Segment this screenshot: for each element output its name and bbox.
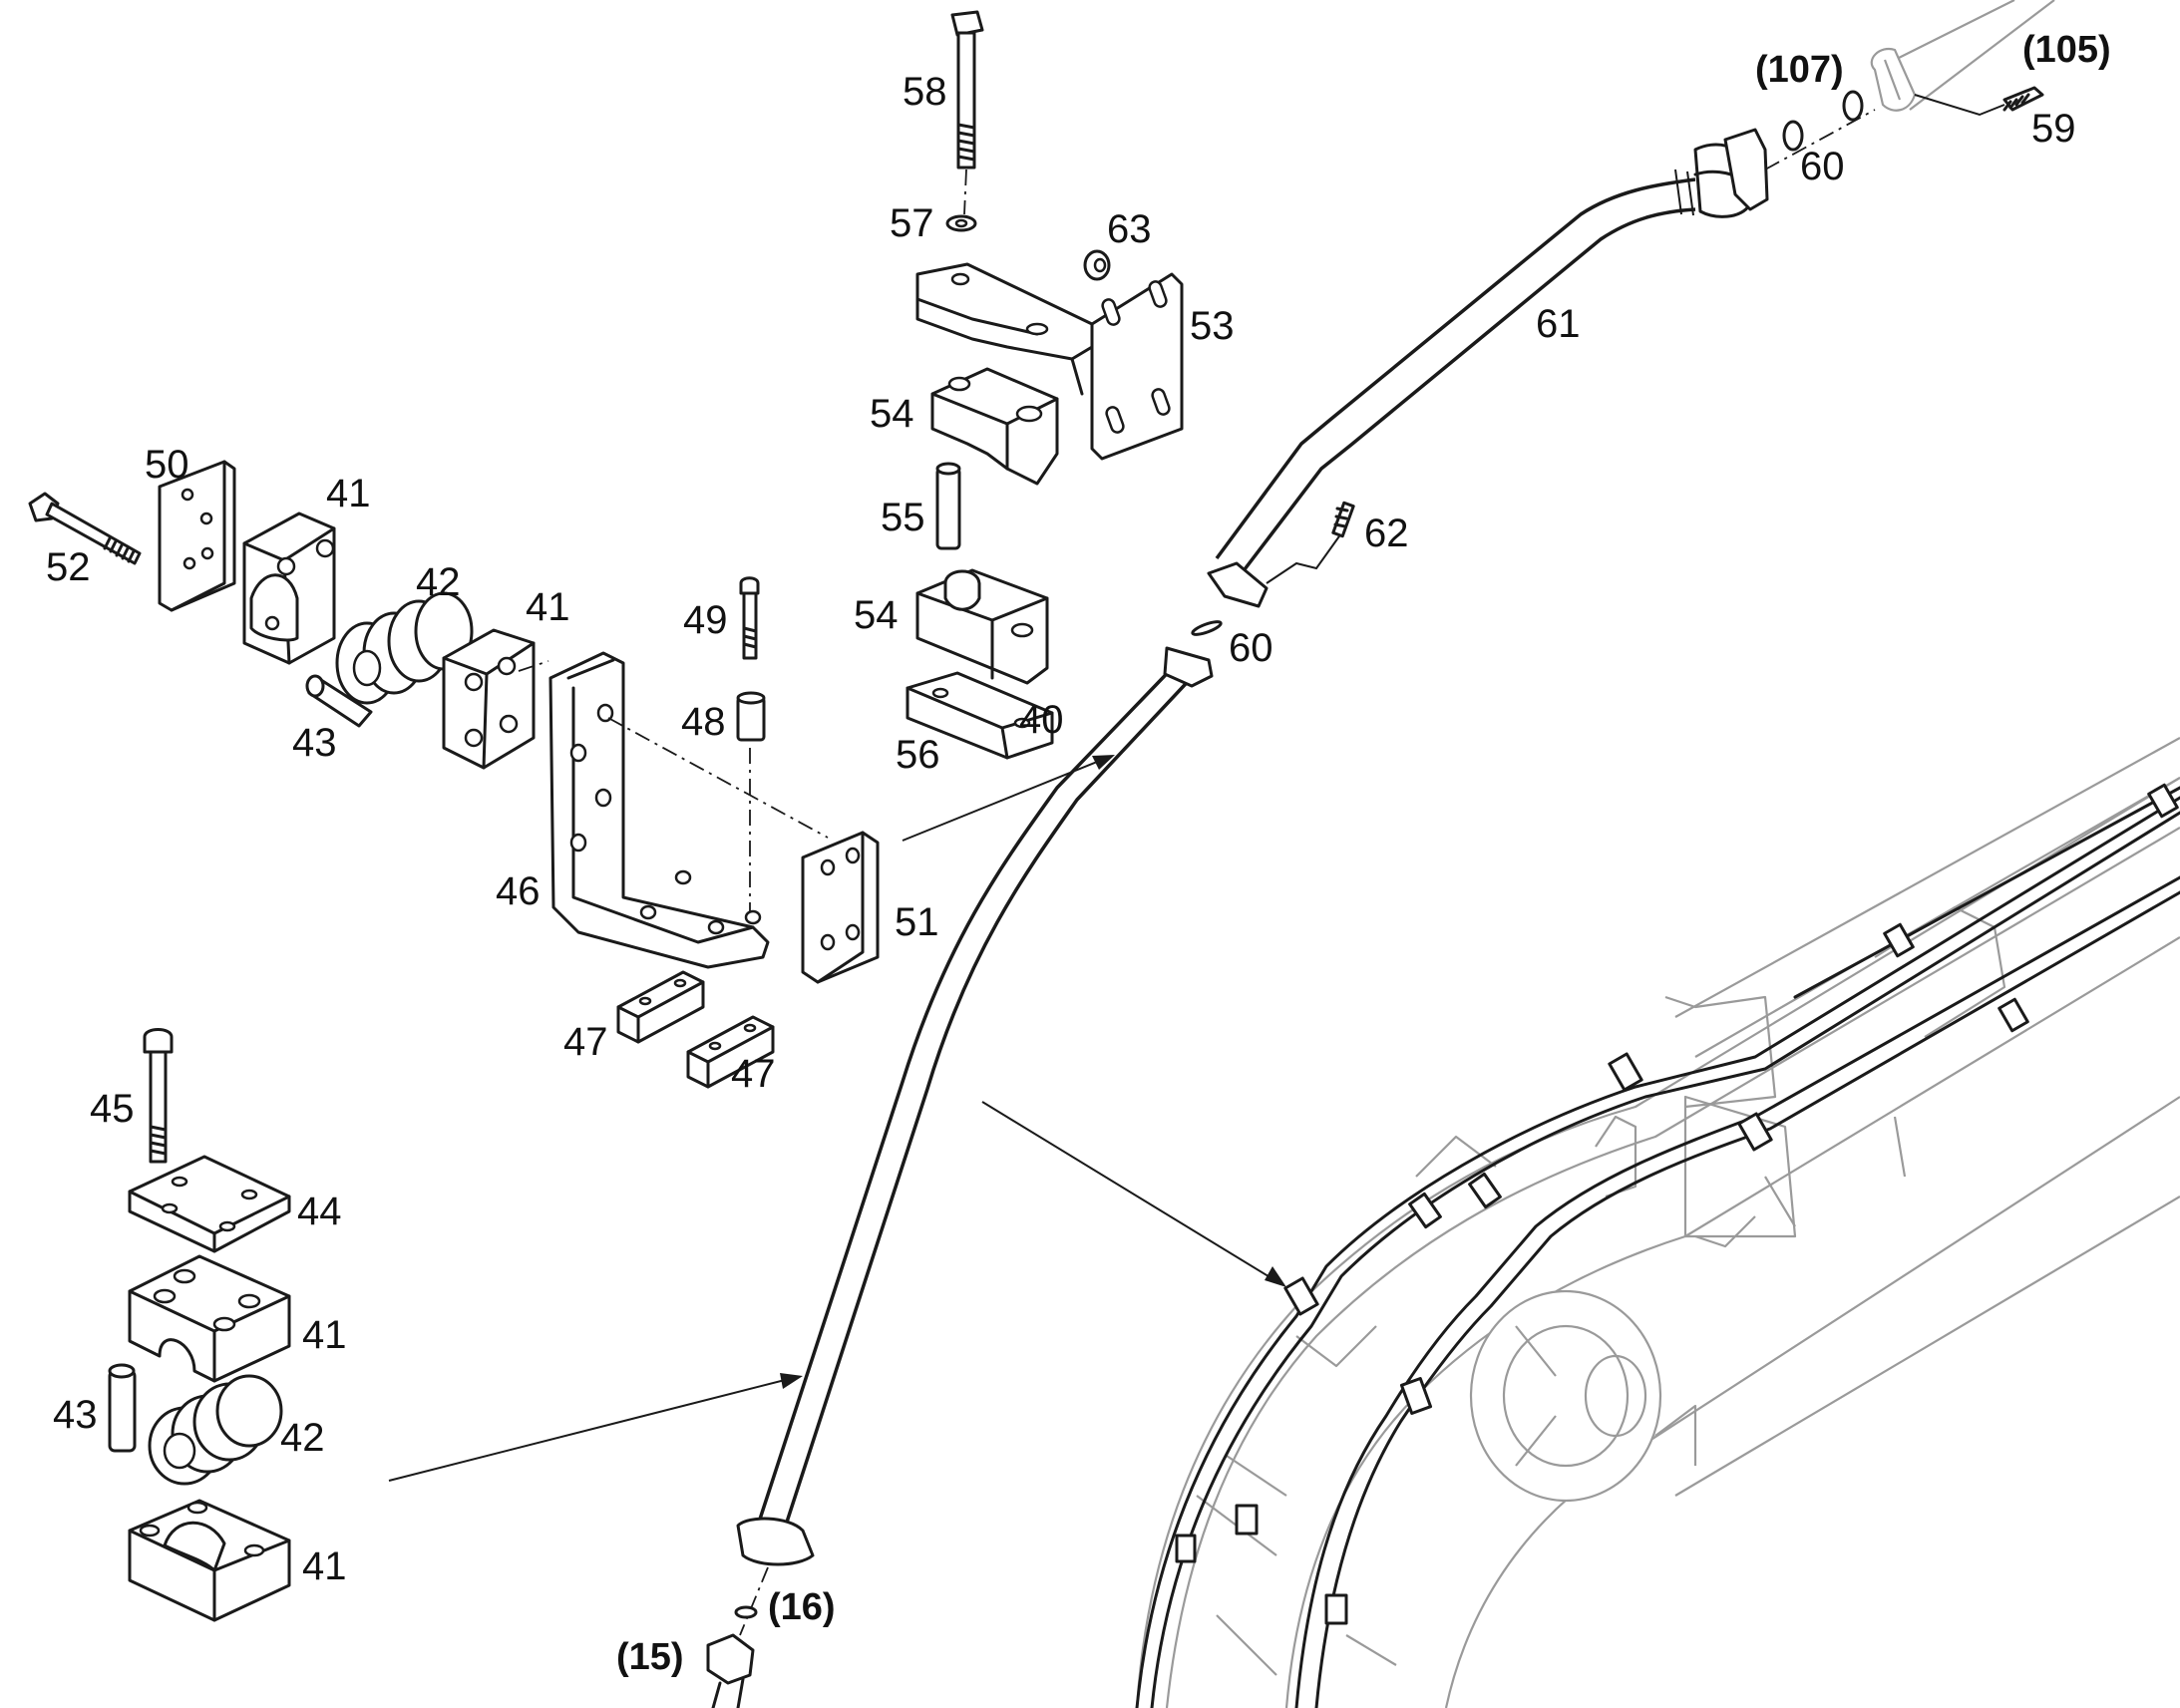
label-42: 42 <box>280 1416 325 1460</box>
label-56: 56 <box>896 733 940 777</box>
label-62: 62 <box>1364 512 1409 555</box>
label-61: 61 <box>1536 302 1581 346</box>
washer-hole <box>954 218 968 228</box>
center-line <box>518 660 549 672</box>
clamp-half-41-a <box>242 512 336 665</box>
part-labels: 40 41 41 41 41 42 42 43 43 44 45 46 47 4… <box>46 29 2111 1678</box>
label-44: 44 <box>297 1190 342 1233</box>
label-41: 41 <box>302 1313 347 1357</box>
label-43: 43 <box>292 721 337 765</box>
label-42: 42 <box>416 560 461 604</box>
label-49: 49 <box>683 598 728 642</box>
o-ring-60-mid <box>1191 620 1223 636</box>
center-line <box>607 717 829 839</box>
pin-55 <box>935 462 961 550</box>
pipe-61 <box>1207 128 1769 608</box>
bolt-45 <box>143 1028 174 1164</box>
label-41: 41 <box>326 472 371 515</box>
plate-51 <box>801 831 880 984</box>
label-46: 46 <box>496 869 541 913</box>
break-mark <box>1674 169 1682 215</box>
center-line <box>963 169 967 215</box>
label-58: 58 <box>903 70 947 114</box>
label-50: 50 <box>145 443 189 487</box>
o-ring-16 <box>734 1605 758 1619</box>
pin-43-a <box>305 674 373 728</box>
label-54: 54 <box>854 593 899 637</box>
plate-50 <box>158 460 236 612</box>
label-55: 55 <box>881 496 925 539</box>
label-51: 51 <box>895 900 939 944</box>
label-59: 59 <box>2031 107 2076 151</box>
label-41: 41 <box>526 585 570 629</box>
bolt-58 <box>950 10 984 170</box>
bolt-49 <box>739 576 760 660</box>
bolt-62 <box>1266 501 1355 584</box>
clamp-half-41-c <box>128 1254 291 1383</box>
clamp-half-41-b <box>442 628 536 770</box>
pin-43-b <box>108 1363 137 1453</box>
label-52: 52 <box>46 545 91 589</box>
label-63: 63 <box>1107 207 1152 251</box>
clamp-half-54-bottom <box>915 568 1049 685</box>
o-ring-60-top <box>1782 120 1804 152</box>
label-45: 45 <box>90 1087 135 1131</box>
label-47: 47 <box>563 1020 608 1064</box>
label-60: 60 <box>1800 145 1845 188</box>
boom-hose-clamps <box>1175 783 2179 1625</box>
label-47: 47 <box>731 1052 776 1096</box>
bolt-59 <box>1914 86 2044 117</box>
ref-label-16: (16) <box>768 1586 836 1628</box>
block-47-b <box>686 1015 775 1089</box>
plate-56 <box>906 671 1054 760</box>
pipe-40 <box>736 646 1214 1566</box>
grommet-42-b <box>148 1374 283 1486</box>
label-41: 41 <box>302 1544 347 1588</box>
boom-assembly <box>1135 737 2180 1708</box>
label-60: 60 <box>1229 626 1273 670</box>
label-48: 48 <box>681 700 726 744</box>
clamp-half-54-top <box>930 367 1059 486</box>
o-ring-107 <box>1842 90 1864 122</box>
bracket-53 <box>915 262 1184 461</box>
center-line <box>739 1566 769 1636</box>
block-47-a <box>616 970 705 1044</box>
label-53: 53 <box>1190 304 1235 348</box>
boom-hose-lines <box>1135 786 2180 1708</box>
pointer-arrows <box>388 755 1286 1482</box>
clamp-half-41-d <box>128 1499 291 1622</box>
bracket-46 <box>548 651 770 969</box>
label-43: 43 <box>53 1393 98 1437</box>
break-mark <box>1686 171 1694 216</box>
plate-44 <box>128 1155 291 1253</box>
label-40: 40 <box>1019 698 1064 742</box>
label-57: 57 <box>890 201 934 245</box>
bolt-52 <box>28 492 142 565</box>
ref-label-107: (107) <box>1755 49 1844 91</box>
fitting-15 <box>706 1633 755 1708</box>
grommet-42-a <box>335 591 474 705</box>
label-54: 54 <box>870 392 914 436</box>
ref-label-105: (105) <box>2022 29 2111 71</box>
washer-63 <box>1083 249 1111 281</box>
ref-label-15: (15) <box>616 1636 684 1678</box>
spacer-48 <box>736 691 766 742</box>
